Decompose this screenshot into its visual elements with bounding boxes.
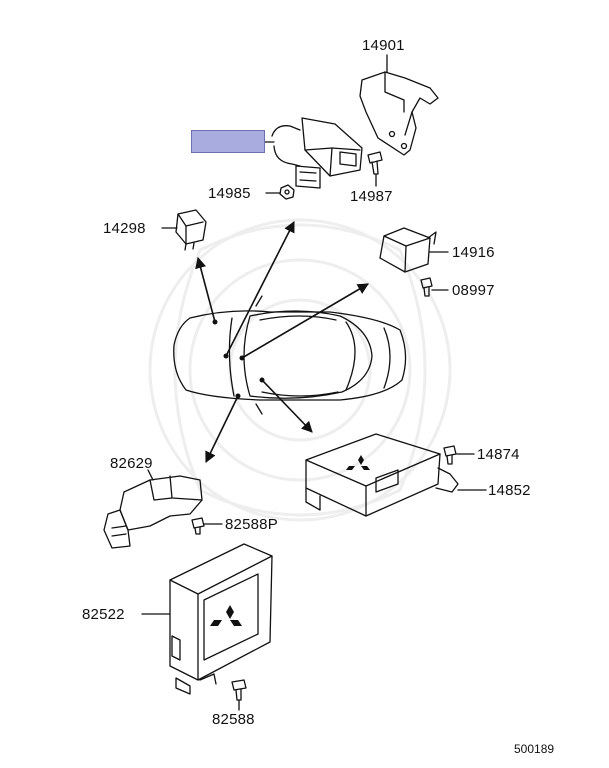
part-label-82588[interactable]: 82588 <box>212 711 255 728</box>
part-label-14916[interactable]: 14916 <box>452 244 495 261</box>
arrow-to-82629 <box>205 395 239 464</box>
part-label-14985[interactable]: 14985 <box>208 185 251 202</box>
watermark <box>148 218 452 522</box>
car-outline <box>173 295 407 415</box>
bolt-14987 <box>367 151 383 175</box>
nut-14985 <box>279 184 295 200</box>
bracket-14901 <box>359 71 439 156</box>
logo-icon-module <box>346 455 370 470</box>
bolt-82588P <box>191 517 205 535</box>
part-label-14901[interactable]: 14901 <box>362 37 405 54</box>
bracket-82629 <box>103 475 203 549</box>
part-label-14987[interactable]: 14987 <box>350 188 393 205</box>
arrow-origins <box>212 319 265 399</box>
part-label-14874[interactable]: 14874 <box>477 446 520 463</box>
relay-14298 <box>175 209 207 251</box>
part-label-08997[interactable]: 08997 <box>452 282 495 299</box>
diagram-code: 500189 <box>514 742 555 756</box>
location-arrows <box>195 221 369 464</box>
arrow-to-14852 <box>261 379 313 433</box>
ecu-82522 <box>169 543 273 695</box>
switch-assembly <box>271 117 363 189</box>
bolt-82588 <box>231 679 247 701</box>
part-label-82629[interactable]: 82629 <box>110 455 153 472</box>
part-label-82588P[interactable]: 82588P <box>225 516 278 533</box>
highlighted-part-box[interactable] <box>191 130 265 153</box>
part-label-14298[interactable]: 14298 <box>103 220 146 237</box>
part-label-82522[interactable]: 82522 <box>82 606 125 623</box>
part-label-14852[interactable]: 14852 <box>488 482 531 499</box>
bolt-08997 <box>420 277 433 297</box>
arrow-to-14916 <box>241 283 369 359</box>
arrow-to-14298 <box>195 256 216 323</box>
arrow-to-switch <box>225 221 295 357</box>
module-14852 <box>305 433 459 517</box>
leader-82629 <box>147 469 154 481</box>
relay-14916 <box>379 227 437 273</box>
bolt-14874 <box>443 445 457 465</box>
logo-icon <box>210 605 242 626</box>
